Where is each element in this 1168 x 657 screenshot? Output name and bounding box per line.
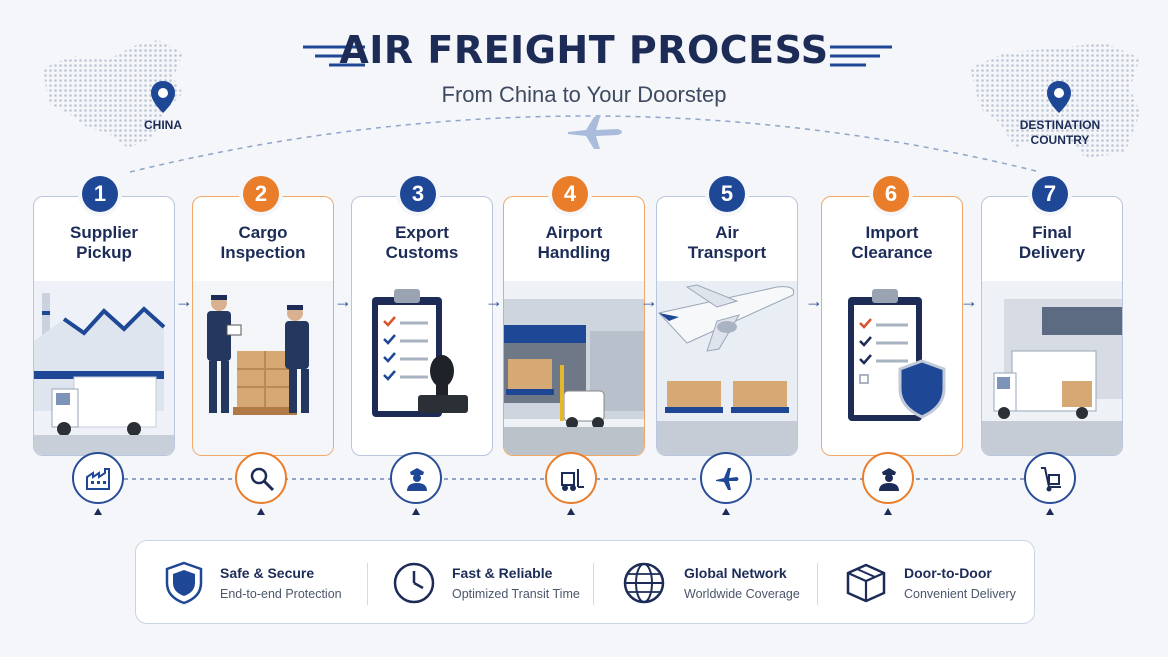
step-number-badge: 4 bbox=[552, 176, 588, 212]
timeline-marker bbox=[257, 508, 265, 515]
timeline-marker bbox=[1046, 508, 1054, 515]
hand-truck-icon bbox=[1041, 467, 1061, 492]
title-speed-lines-left bbox=[303, 45, 365, 67]
destination-pin-icon bbox=[1047, 81, 1071, 113]
step-number-badge: 2 bbox=[243, 176, 279, 212]
step-icon-button[interactable] bbox=[235, 452, 287, 504]
origin-pin-icon bbox=[151, 81, 175, 113]
timeline-marker bbox=[884, 508, 892, 515]
timeline-marker bbox=[94, 508, 102, 515]
clipboard-stamp-illustration bbox=[372, 289, 468, 417]
airplane-icon bbox=[716, 468, 739, 490]
title-speed-lines-right bbox=[830, 45, 892, 67]
step-icon-button[interactable] bbox=[1024, 452, 1076, 504]
step-icon-button[interactable] bbox=[862, 452, 914, 504]
airplane-cargo-illustration bbox=[657, 281, 797, 455]
globe-icon bbox=[623, 562, 665, 604]
step-arrow: → bbox=[805, 291, 823, 311]
step-arrow: → bbox=[334, 291, 352, 311]
flight-route-arc bbox=[129, 115, 1041, 173]
forklift-icon bbox=[561, 469, 584, 491]
step-arrow: → bbox=[485, 291, 503, 311]
destination-label: DESTINATION COUNTRY bbox=[1019, 118, 1101, 147]
timeline-marker bbox=[567, 508, 575, 515]
step-icon-button[interactable] bbox=[72, 452, 124, 504]
route-airplane-icon bbox=[568, 117, 622, 149]
timeline-marker bbox=[722, 508, 730, 515]
shield-icon bbox=[165, 561, 203, 605]
step-arrow: → bbox=[175, 291, 193, 311]
step-number-badge: 6 bbox=[873, 176, 909, 212]
step-number-badge: 1 bbox=[82, 176, 118, 212]
step-number-badge: 5 bbox=[709, 176, 745, 212]
factory-icon bbox=[86, 468, 110, 490]
page-subtitle: From China to Your Doorstep bbox=[441, 82, 727, 107]
feature-divider bbox=[817, 563, 818, 605]
magnifier-icon bbox=[250, 467, 275, 492]
customs-officer-icon bbox=[879, 468, 899, 491]
step-icon-button[interactable] bbox=[545, 452, 597, 504]
step-number-badge: 7 bbox=[1032, 176, 1068, 212]
clipboard-shield-illustration bbox=[848, 289, 946, 421]
step-arrow: → bbox=[960, 291, 978, 311]
origin-label: CHINA bbox=[144, 118, 182, 132]
step-icon-button[interactable] bbox=[390, 452, 442, 504]
world-map-left bbox=[43, 40, 183, 148]
step-number-badge: 3 bbox=[400, 176, 436, 212]
feature-divider bbox=[367, 563, 368, 605]
step-icon-button[interactable] bbox=[700, 452, 752, 504]
workers-boxes-illustration bbox=[193, 281, 333, 455]
timeline-marker bbox=[412, 508, 420, 515]
warehouse-forklift-illustration bbox=[504, 281, 644, 455]
clock-icon bbox=[393, 562, 435, 604]
feature-divider bbox=[593, 563, 594, 605]
customs-officer-icon bbox=[407, 468, 427, 491]
features-panel: Safe & Secure End-to-end Protection Fast… bbox=[135, 540, 1035, 624]
step-arrow: → bbox=[640, 291, 658, 311]
page-title: AIR FREIGHT PROCESS bbox=[339, 28, 829, 72]
delivery-truck-illustration bbox=[982, 281, 1122, 455]
box-icon bbox=[846, 563, 886, 603]
factory-truck-illustration bbox=[34, 281, 174, 455]
